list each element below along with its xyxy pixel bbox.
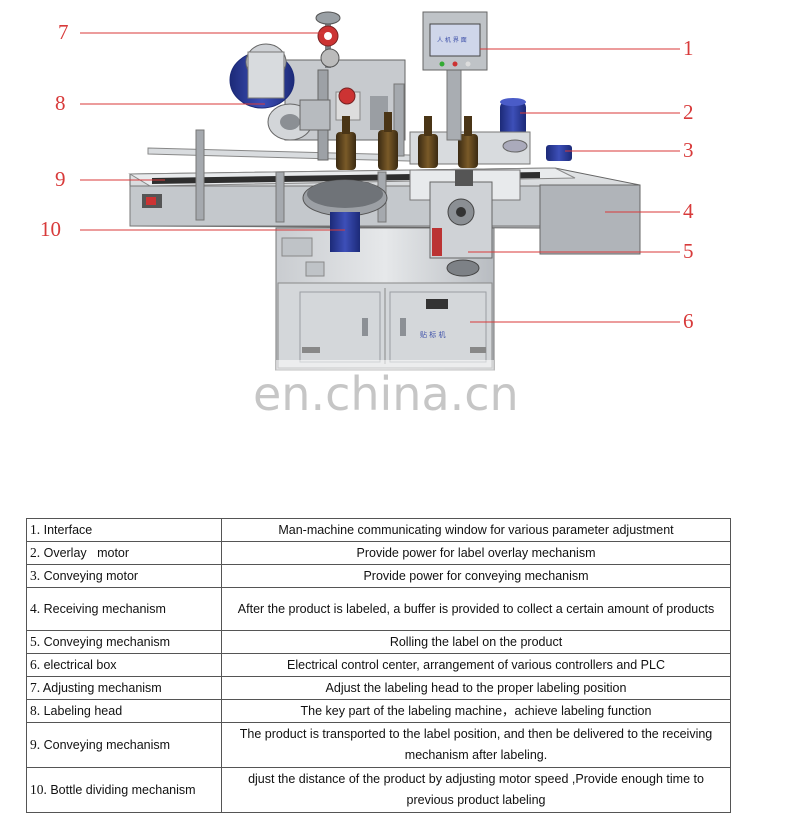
table-row: 3. Conveying motor Provide power for con… [26, 564, 731, 588]
bottles [336, 112, 478, 170]
screen-caption: 人 机 界 面 [437, 36, 467, 44]
part-description-cell: Provide power for conveying mechanism [221, 564, 731, 588]
part-name-cell: 8. Labeling head [26, 699, 222, 723]
callout-numbers: 1 2 3 4 5 6 7 8 9 10 [40, 20, 694, 333]
adjusting-mechanism [315, 11, 356, 105]
part-description-cell: Electrical control center, arrangement o… [221, 653, 731, 677]
part-name-cell: 5. Conveying mechanism [26, 630, 222, 654]
callout-10: 10 [40, 217, 61, 241]
watermark: en.china.cn [253, 367, 519, 421]
table-row: 4. Receiving mechanism After the product… [26, 587, 731, 631]
table-row: 9. Conveying mechanism The product is tr… [26, 722, 731, 768]
part-description-cell: Rolling the label on the product [221, 630, 731, 654]
part-name-cell: 4. Receiving mechanism [26, 587, 222, 631]
conveying-motor [546, 145, 572, 161]
part-description-cell: Adjust the labeling head to the proper l… [221, 676, 731, 700]
part-description-cell: The product is transported to the label … [221, 722, 731, 768]
callout-2: 2 [683, 100, 694, 124]
callout-9: 9 [55, 167, 66, 191]
interface-hmi: 人 机 界 面 [422, 11, 488, 141]
parts-description-table: 1. Interface Man-machine communicating w… [26, 518, 731, 813]
part-description-cell: Provide power for label overlay mechanis… [221, 541, 731, 565]
table-row: 8. Labeling head The key part of the lab… [26, 699, 731, 723]
overlay-motor [500, 98, 526, 136]
callout-7: 7 [58, 20, 69, 44]
part-description-cell: Man-machine communicating window for var… [221, 518, 731, 542]
table-row: 1. Interface Man-machine communicating w… [26, 518, 731, 542]
part-description-cell: The key part of the labeling machine，ach… [221, 699, 731, 723]
table-row: 2. Overlay motor Provide power for label… [26, 541, 731, 565]
label-rolling-mechanism [409, 169, 521, 277]
part-name-cell: 3. Conveying motor [26, 564, 222, 588]
callout-3: 3 [683, 138, 694, 162]
part-name-cell: 7. Adjusting mechanism [26, 676, 222, 700]
part-name-cell: 9. Conveying mechanism [26, 722, 222, 768]
table-row: 6. electrical box Electrical control cen… [26, 653, 731, 677]
callout-1: 1 [683, 36, 694, 60]
callout-6: 6 [683, 309, 694, 333]
part-name-cell: 2. Overlay motor [26, 541, 222, 565]
part-name-cell: 10. Bottle dividing mechanism [26, 767, 222, 813]
callout-5: 5 [683, 239, 694, 263]
labeling-machine-diagram: 贴 标 机 [40, 11, 694, 421]
table-row: 5. Conveying mechanism Rolling the label… [26, 630, 731, 654]
callout-4: 4 [683, 199, 694, 223]
table-row: 10. Bottle dividing mechanism djust the … [26, 767, 731, 813]
part-name-cell: 1. Interface [26, 518, 222, 542]
part-description-cell: After the product is labeled, a buffer i… [221, 587, 731, 631]
table-row: 7. Adjusting mechanism Adjust the labeli… [26, 676, 731, 700]
part-description-cell: djust the distance of the product by adj… [221, 767, 731, 813]
cabinet-caption: 贴 标 机 [420, 330, 445, 339]
callout-8: 8 [55, 91, 66, 115]
part-name-cell: 6. electrical box [26, 653, 222, 677]
callout-lines [80, 32, 680, 323]
bottle-dividing-mechanism [302, 179, 388, 252]
